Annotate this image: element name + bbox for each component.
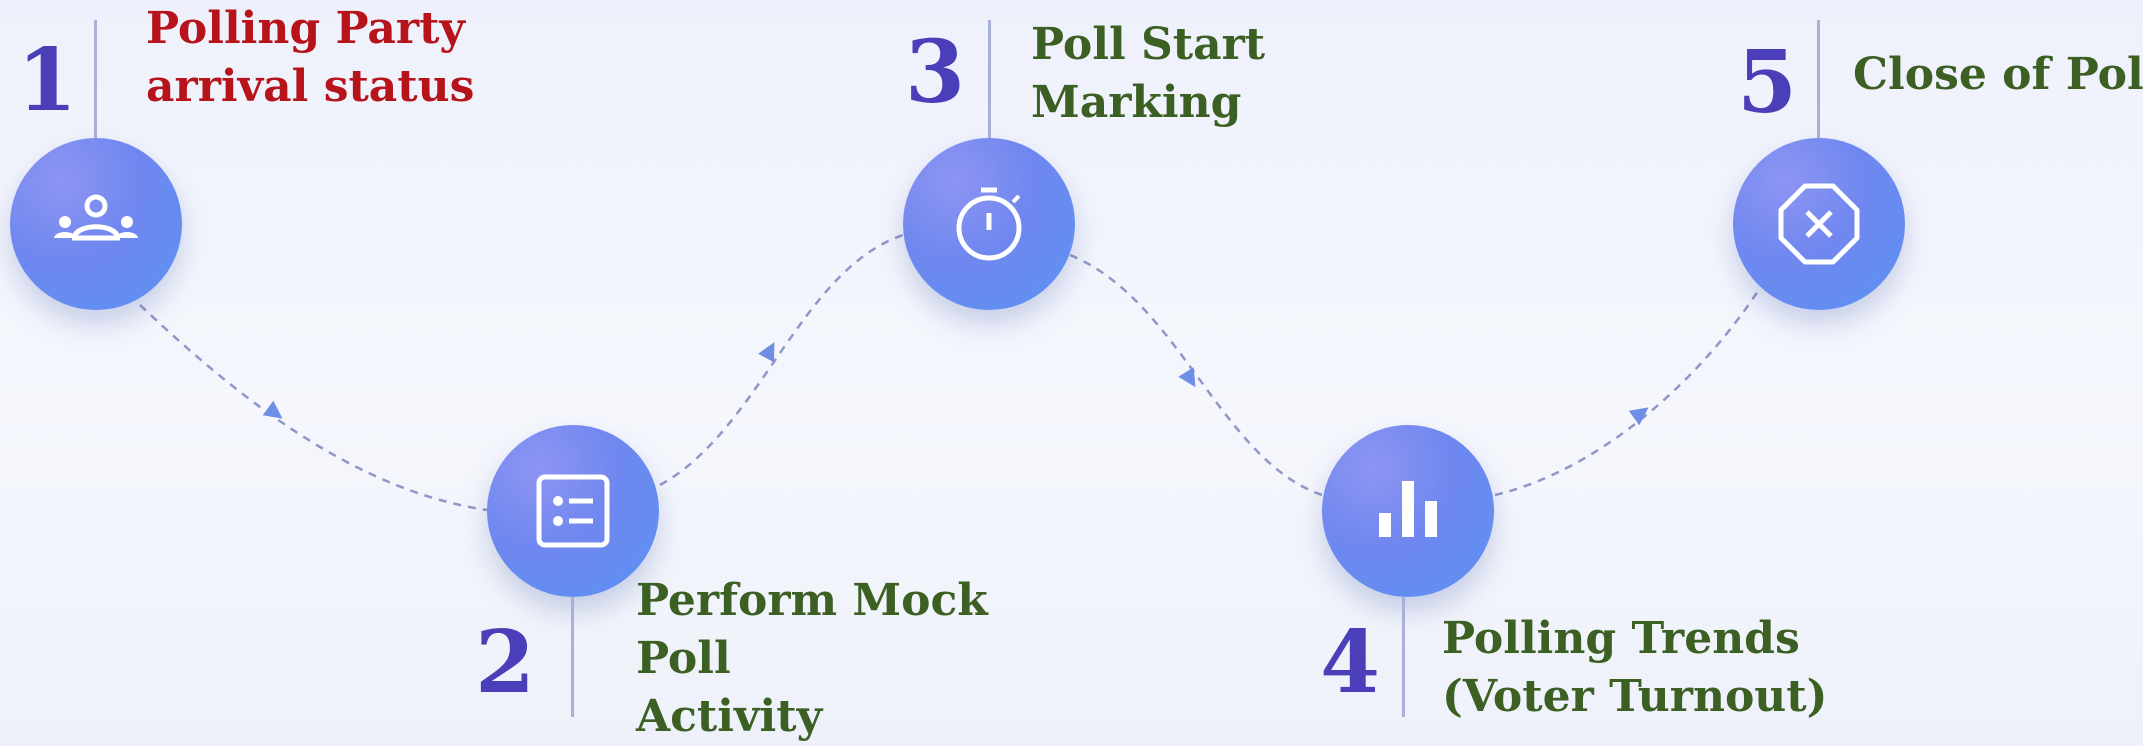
step-2-stem	[571, 597, 574, 717]
step-4-number: 4	[1320, 612, 1380, 713]
connector-4-to-5	[1494, 287, 1762, 497]
step-5-stem	[1817, 20, 1820, 140]
step-3-stem	[988, 20, 991, 140]
step-1-label: Polling Party arrival status	[146, 3, 475, 112]
step-4-label: Polling Trends (Voter Turnout)	[1442, 613, 1828, 722]
step-1-number: 1	[17, 30, 77, 131]
checklist-icon	[536, 474, 610, 548]
arrow-1-to-2	[262, 400, 283, 419]
step-1-circle	[10, 138, 182, 310]
stopwatch-icon	[956, 187, 1022, 261]
step-3-label: Poll Start Marking	[1031, 19, 1266, 128]
connector-2-to-3	[659, 233, 904, 487]
step-3-number: 3	[905, 22, 965, 123]
step-5-circle	[1733, 138, 1905, 310]
arrow-3-to-4	[1178, 367, 1196, 388]
step-2-number: 2	[475, 612, 535, 713]
meeting-group-icon	[54, 194, 138, 241]
bar-chart-icon	[1379, 481, 1437, 537]
step-4-circle	[1322, 425, 1494, 597]
step-3-circle	[903, 138, 1075, 310]
step-1-stem	[94, 20, 97, 140]
arrow-2-to-3	[758, 342, 775, 363]
step-4-stem	[1402, 597, 1405, 717]
octagon-x-icon	[1778, 183, 1860, 265]
arrow-4-to-5	[1628, 407, 1649, 426]
step-2-label: Perform Mock Poll Activity	[636, 575, 988, 742]
connector-1-to-2	[139, 304, 488, 512]
connector-3-to-4	[1069, 253, 1323, 497]
step-2-circle	[487, 425, 659, 597]
step-5-label: Close of Poll	[1853, 49, 2143, 100]
step-5-number: 5	[1737, 32, 1797, 133]
